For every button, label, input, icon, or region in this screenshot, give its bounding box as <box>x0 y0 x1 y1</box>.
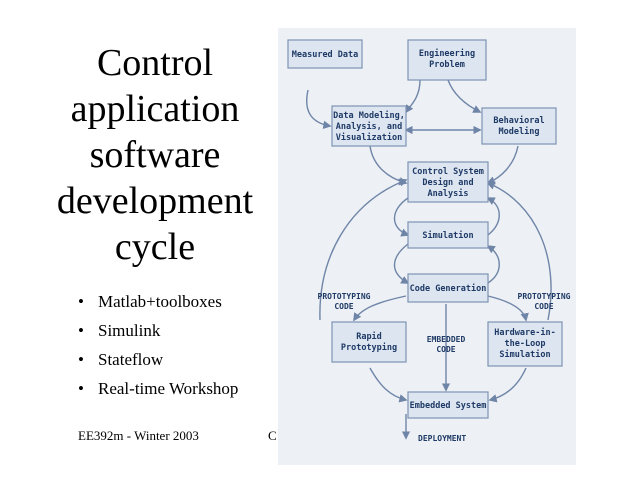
bullet-dot-icon: • <box>78 321 84 340</box>
label-embedded-code: EMBEDDED <box>427 335 466 344</box>
bullet-item: • Real-time Workshop <box>78 374 238 403</box>
node-label: Code Generation <box>410 283 487 294</box>
bullet-text: Simulink <box>98 321 161 340</box>
node-label: Rapid <box>356 331 382 342</box>
bullet-item: • Matlab+toolboxes <box>78 287 238 316</box>
node-label: Problem <box>429 60 465 70</box>
node-label: Behavioral <box>493 115 544 126</box>
bullet-text: Stateflow <box>98 350 164 369</box>
node-control-design: Control System Design and Analysis <box>407 161 489 203</box>
footer-course: EE392m - Winter 2003 <box>78 428 199 443</box>
node-label: Control System <box>412 167 484 177</box>
bullet-list: • Matlab+toolboxes • Simulink • Stateflow •… <box>78 287 238 403</box>
node-label: Modeling <box>499 126 540 137</box>
arrow-modeling-to-design <box>369 145 408 186</box>
label-prototyping-code-right: CODE <box>534 302 553 311</box>
node-label: Design and <box>422 177 473 188</box>
arrow-rapid-to-design <box>319 178 408 321</box>
title-line: software <box>89 134 221 176</box>
node-simulation: Simulation <box>407 221 489 249</box>
node-embedded-system: Embedded System <box>407 391 489 419</box>
node-label: Data Modeling, <box>333 110 405 121</box>
arrow-rapid-to-embedded <box>369 367 408 403</box>
development-cycle-diagram: Measured Data Engineering Problem Data M… <box>278 28 576 465</box>
node-label: Visualization <box>336 132 403 143</box>
node-label: Engineering <box>419 48 475 59</box>
node-code-generation: Code Generation <box>407 273 489 303</box>
node-behavioral-modeling: Behavioral Modeling <box>481 107 557 145</box>
title-line: development <box>56 180 254 222</box>
bullet-dot-icon: • <box>78 292 84 311</box>
arrow-design-to-simulation <box>393 197 410 237</box>
node-data-modeling: Data Modeling, Analysis, and Visualizati… <box>331 105 407 147</box>
arrow-hil-to-embedded <box>488 367 527 403</box>
node-hil-simulation: Hardware-in- the-Loop Simulation <box>487 321 563 367</box>
arrow-codegen-to-rapid <box>353 295 407 322</box>
node-label: Measured Data <box>292 50 359 60</box>
node-label: Embedded System <box>410 401 487 411</box>
label-embedded-code: CODE <box>436 345 455 354</box>
node-label: Analysis, and <box>336 121 403 132</box>
footer-fragment: C <box>268 428 277 443</box>
arrow-hil-to-design <box>486 181 552 321</box>
arrow-problem-to-behavioral <box>447 79 482 113</box>
title-line: Control <box>96 42 214 84</box>
label-prototyping-code-left: CODE <box>334 302 353 311</box>
bullet-item: • Simulink <box>78 316 238 345</box>
arrow-codegen-to-simulation <box>486 245 500 284</box>
arrow-behavioral-to-design <box>486 145 519 185</box>
arrow-simulation-to-design <box>486 197 500 236</box>
node-rapid-prototyping: Rapid Prototyping <box>331 321 407 363</box>
node-label: Analysis <box>428 188 469 199</box>
arrow-problem-to-modeling <box>405 79 421 114</box>
bullet-item: • Stateflow <box>78 345 238 374</box>
diagram-canvas: Measured Data Engineering Problem Data M… <box>287 39 571 443</box>
title-line: application <box>70 88 240 130</box>
node-label: Simulation <box>422 230 473 241</box>
label-prototyping-code-left: PROTOTYPING <box>318 292 371 301</box>
node-label: the-Loop <box>505 339 546 349</box>
node-engineering-problem: Engineering Problem <box>407 39 487 81</box>
node-measured-data: Measured Data <box>287 39 363 69</box>
arrow-measured-to-modeling <box>306 89 332 129</box>
label-prototyping-code-right: PROTOTYPING <box>518 292 571 301</box>
bullet-dot-icon: • <box>78 350 84 369</box>
arrow-codegen-to-hil <box>487 295 529 322</box>
label-deployment: DEPLOYMENT <box>418 434 466 443</box>
bullet-text: Matlab+toolboxes <box>98 292 222 311</box>
node-label: Simulation <box>499 349 550 360</box>
arrow-simulation-to-codegen <box>393 243 410 284</box>
bullet-text: Real-time Workshop <box>98 379 239 398</box>
node-label: Hardware-in- <box>494 327 555 338</box>
title-line: cycle <box>114 226 196 268</box>
node-label: Prototyping <box>341 342 397 353</box>
bullet-dot-icon: • <box>78 379 84 398</box>
slide-title: Control application software development… <box>55 40 255 270</box>
